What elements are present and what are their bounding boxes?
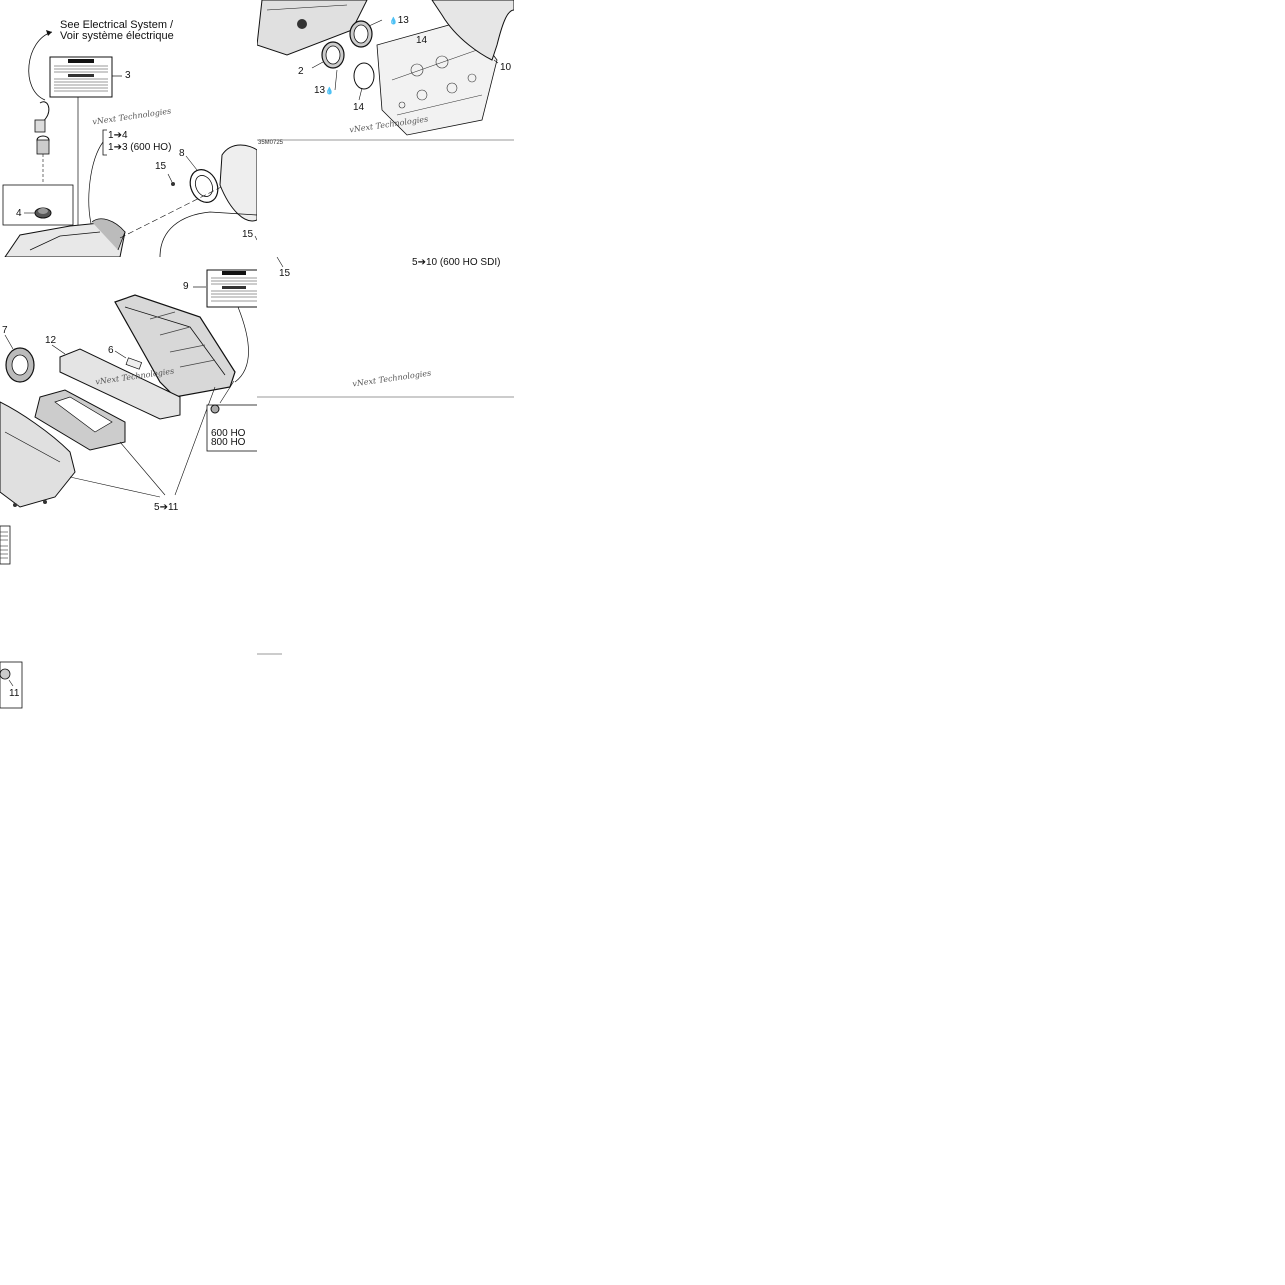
see-electrical-line2: Voir système électrique [60, 30, 174, 42]
callout-13a: 💧13 [389, 15, 409, 26]
callout-10: 10 [500, 62, 512, 73]
diagram-lines-tile1 [2, 30, 257, 257]
callout-range-5-10: 5➔10 (600 HO SDI) [412, 257, 501, 268]
see-electrical-line1: See Electrical System / [60, 19, 174, 31]
callout-range-1-4: 1➔4 [108, 130, 128, 141]
model-600ho: 600 HO [211, 428, 246, 439]
callout-3: 3 [125, 70, 131, 81]
callout-7: 7 [2, 325, 8, 336]
callout-15: 15 [155, 161, 167, 172]
callout-12: 12 [45, 335, 57, 346]
callout-14b: 14 [353, 102, 365, 113]
callout-14a: 14 [416, 35, 428, 46]
callout-range-1-3: 1➔3 (600 HO) [108, 142, 172, 153]
callout-9: 9 [183, 281, 189, 292]
diagram-lines-tile2 [257, 0, 514, 141]
callout-4: 4 [16, 208, 22, 219]
diagram-tile-engine: 💧13 14 2 13💧 14 10 vNext Technologies 35… [257, 0, 514, 257]
callout-15b: 15 [242, 229, 254, 240]
callout-range-5-11: 5➔11 [154, 502, 179, 513]
callout-15c: 15 [279, 268, 291, 279]
drawing-code: 35M0725 [258, 140, 284, 146]
callout-6: 6 [108, 345, 114, 356]
diagram-lines-tile6 [257, 653, 282, 655]
diagram-lines-tile5 [0, 525, 23, 709]
diagram-lines-tile4 [257, 257, 514, 398]
callout-11: 11 [9, 688, 20, 699]
diagram-tile-parts: 11 [0, 514, 257, 771]
diagram-tile-electrical: See Electrical System / Voir système éle… [0, 0, 257, 257]
callout-2: 2 [298, 66, 304, 77]
diagram-tile-blank [257, 514, 514, 771]
diagram-tile-sdi: 15 5➔10 (600 HO SDI) vNext Technologies [257, 257, 514, 514]
diagram-tile-airbox: 9 7 12 6 vNext Technologies 600 HO 800 H… [0, 257, 257, 514]
callout-8: 8 [179, 148, 185, 159]
callout-13b: 13💧 [314, 85, 334, 96]
model-800ho: 800 HO [211, 437, 246, 448]
diagram-lines-tile3 [0, 269, 257, 508]
